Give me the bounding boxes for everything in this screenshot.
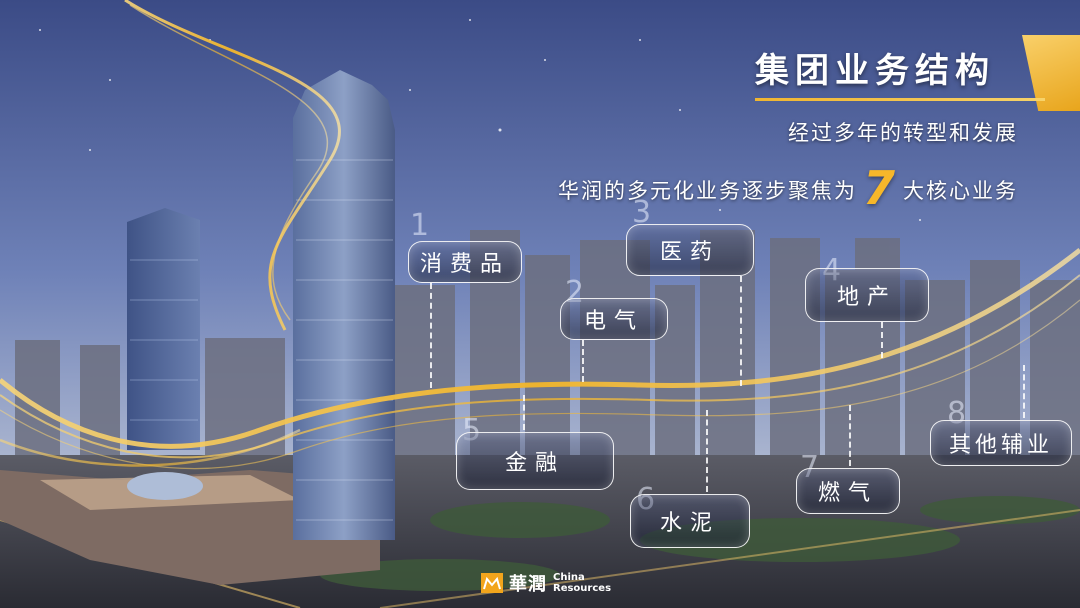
business-label-other: 其他辅业 <box>930 420 1072 466</box>
business-label-electric: 电气 <box>560 298 668 340</box>
connector-line <box>881 322 883 358</box>
title-underline <box>755 98 1045 101</box>
business-label-cement: 水泥 <box>630 494 750 548</box>
logo-english-name: China Resources <box>553 572 611 594</box>
connector-line <box>523 395 525 430</box>
logo-en-line-2: Resources <box>553 583 612 594</box>
connector-line <box>582 340 584 382</box>
connector-line <box>706 410 708 492</box>
subtitle-prefix: 华润的多元化业务逐步聚焦为 <box>557 179 857 203</box>
logo-chinese-name: 華潤 <box>509 574 547 595</box>
logo-en-line-1: China <box>553 572 585 583</box>
business-label-gas: 燃气 <box>796 468 900 514</box>
subtitle-line-1: 经过多年的转型和发展 <box>788 121 1018 145</box>
business-label-consumer: 消费品 <box>408 241 522 283</box>
connector-line <box>430 283 432 388</box>
business-number-3: 3 <box>632 195 652 230</box>
logo-mark-icon <box>481 573 503 593</box>
core-business-count: 7 <box>862 161 897 215</box>
connector-line <box>1023 365 1025 418</box>
business-label-real-estate: 地产 <box>805 268 929 322</box>
business-number-1: 1 <box>410 208 430 243</box>
subtitle-suffix: 大核心业务 <box>903 179 1018 203</box>
business-label-finance: 金融 <box>456 432 614 490</box>
title-block: 集团业务结构 <box>755 48 1045 101</box>
china-resources-logo: 華潤 China Resources <box>481 570 611 596</box>
business-label-pharma: 医药 <box>626 224 754 276</box>
connector-line <box>740 276 742 386</box>
page-title: 集团业务结构 <box>755 51 995 91</box>
connector-line <box>849 405 851 466</box>
